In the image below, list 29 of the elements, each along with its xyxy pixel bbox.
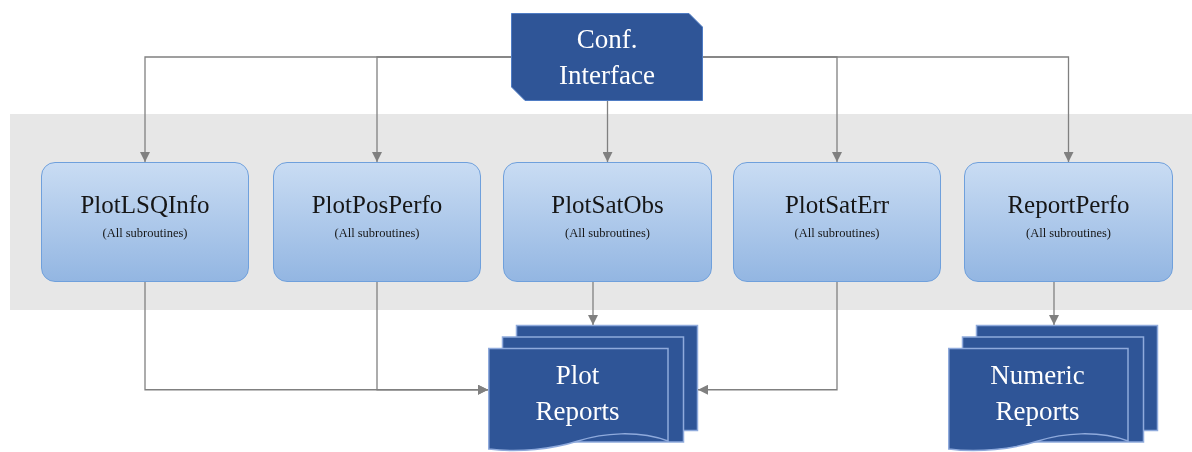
document-stack: [488, 325, 698, 452]
document-stack: [948, 325, 1160, 452]
connector-arrow: [588, 281, 598, 326]
module-title: PlotPosPerfo: [311, 189, 443, 220]
module-title: PlotSatErr: [784, 189, 890, 220]
interface-box: [511, 13, 703, 101]
interface-label: Conf. Interface: [558, 23, 656, 92]
module-box: [41, 162, 249, 282]
connector-arrow: [1049, 281, 1059, 326]
module-box: [733, 162, 941, 282]
document-label: Plot Reports: [534, 359, 621, 428]
module-title: PlotSatObs: [551, 189, 664, 220]
group-band: [10, 114, 1192, 310]
connector-arrow: [376, 281, 489, 395]
document-label: Numeric Reports: [989, 359, 1086, 428]
connector-arrow: [372, 56, 512, 163]
module-box: [273, 162, 481, 282]
module-box: [503, 162, 712, 282]
module-subtitle: (All subroutines): [334, 225, 420, 241]
module-subtitle: (All subroutines): [1025, 225, 1112, 241]
connector-arrow: [702, 56, 1074, 163]
module-subtitle: (All subroutines): [102, 225, 188, 241]
module-title: PlotLSQInfo: [80, 189, 210, 220]
module-title: ReportPerfo: [1007, 189, 1130, 220]
module-subtitle: (All subroutines): [794, 225, 880, 241]
connector-arrow: [697, 281, 838, 395]
connector-arrow: [602, 100, 613, 163]
module-box: [964, 162, 1173, 282]
module-subtitle: (All subroutines): [564, 225, 651, 241]
